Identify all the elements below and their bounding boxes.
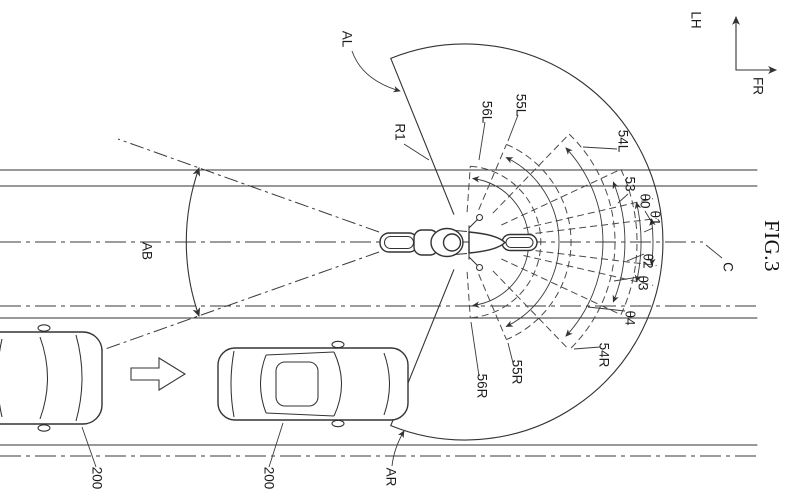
leader-56r xyxy=(470,321,480,377)
theta1-span-arrow xyxy=(634,201,642,283)
mirror-bottom xyxy=(475,263,484,272)
leader-53 xyxy=(617,193,629,204)
car-cabin-top-edge xyxy=(265,351,335,356)
leader-55r xyxy=(507,342,514,364)
leader-54r xyxy=(573,346,601,350)
leader-54l xyxy=(582,146,618,150)
radial-54-lower xyxy=(492,270,570,351)
car-trunk-line xyxy=(230,350,235,418)
sector-arc-54 xyxy=(568,133,616,351)
outer-wedge-edge-upper xyxy=(390,57,455,215)
rear-wheel xyxy=(379,232,419,253)
car-roof-panel xyxy=(275,361,319,407)
label-r1: R1 xyxy=(392,123,407,140)
radial-theta1-lower xyxy=(523,255,654,286)
label-55l: 55L xyxy=(513,94,528,117)
car-rear-window xyxy=(259,354,267,414)
theta0-span-arrow xyxy=(649,218,656,266)
label-54l: 54L xyxy=(615,130,630,153)
radial-56-upper xyxy=(466,166,471,213)
front-wheel-inner xyxy=(505,236,534,249)
figure-title: FIG.3 xyxy=(760,220,784,272)
front-cowl xyxy=(468,231,506,254)
mirror-stalk-top xyxy=(468,219,478,229)
ab-span-arrow-arc xyxy=(185,167,201,317)
radial-theta1-upper xyxy=(523,198,654,229)
label-56r: 56R xyxy=(474,374,489,399)
outer-boundary-arc-al-ar xyxy=(390,43,664,441)
sector-arc-56 xyxy=(470,165,542,319)
leader-200-following xyxy=(268,422,284,468)
radial-54-upper xyxy=(492,133,570,214)
lead-car-mirror-bottom xyxy=(37,424,51,432)
leader-theta0 xyxy=(644,210,652,222)
leader-55l xyxy=(507,114,519,142)
motorcycle xyxy=(379,213,538,272)
travel-direction-arrow xyxy=(130,357,187,391)
label-c: C xyxy=(720,262,735,272)
car-windshield xyxy=(333,351,342,417)
following-vehicle-200 xyxy=(217,340,409,428)
ab-sector-edge-lower xyxy=(79,251,380,359)
label-theta3: θ3 xyxy=(635,275,650,290)
radial-55-lower xyxy=(478,274,507,340)
sector-arc-53 xyxy=(620,169,638,315)
label-fr: FR xyxy=(750,77,765,95)
car-mirror-top xyxy=(331,340,345,349)
label-lh: LH xyxy=(688,11,703,28)
front-wheel xyxy=(501,233,538,252)
leader-theta1 xyxy=(643,227,654,233)
label-200-following: 200 xyxy=(261,467,276,490)
rider-helmet xyxy=(442,233,462,252)
label-54r: 54R xyxy=(596,343,611,368)
rear-detection-sector-ab xyxy=(79,138,380,359)
car-cabin-bottom-edge xyxy=(265,412,335,417)
label-theta2: θ2 xyxy=(640,253,655,268)
annotations xyxy=(81,16,777,468)
theta4-span-arrow xyxy=(505,157,560,327)
lead-car-mirror-top xyxy=(37,324,51,332)
theta2-span-arrow xyxy=(612,181,626,303)
radial-theta0-lower xyxy=(524,248,657,266)
r1-leader xyxy=(403,143,430,161)
car-mirror-bottom xyxy=(331,419,345,428)
label-al: AL xyxy=(339,31,354,48)
lead-car-rear-window xyxy=(0,338,3,418)
leader-theta4 xyxy=(587,306,626,312)
label-ar: AR xyxy=(383,468,398,487)
lead-car-hood-line xyxy=(75,334,83,422)
label-theta4: θ4 xyxy=(622,310,637,326)
road-lines xyxy=(0,169,758,457)
al-leader-arrow xyxy=(351,50,401,93)
ab-sector-edge-upper xyxy=(117,138,380,233)
car-body xyxy=(217,347,409,421)
mirror-stalk-bottom xyxy=(468,256,478,266)
label-200-lead: 200 xyxy=(89,467,104,490)
ar-leader-arrow xyxy=(391,430,405,467)
radial-55-upper xyxy=(478,144,507,210)
label-56l: 56L xyxy=(479,101,494,124)
theta3-span-arrow xyxy=(565,147,604,337)
lead-vehicle-200 xyxy=(0,324,103,432)
c-leader xyxy=(705,244,723,259)
label-theta1: θ1 xyxy=(647,210,662,225)
label-ab: AB xyxy=(139,242,154,260)
leader-200-lead xyxy=(81,426,97,468)
radial-theta0-upper xyxy=(524,218,657,236)
car-hood-line xyxy=(383,352,390,416)
mirror-top xyxy=(475,213,484,222)
leader-56l xyxy=(478,121,486,161)
lead-car-body xyxy=(0,331,103,425)
leader-theta2 xyxy=(626,253,645,262)
label-55r: 55R xyxy=(509,360,524,385)
labels: LH FR FIG.3 AL R1 56L 55L 54L 53 θ0 θ1 θ… xyxy=(89,11,784,489)
label-53: 53 xyxy=(622,176,637,191)
label-theta0: θ0 xyxy=(637,193,652,208)
radial-56-lower xyxy=(466,271,471,318)
leader-theta3 xyxy=(613,276,640,282)
lead-car-windshield xyxy=(39,336,49,420)
